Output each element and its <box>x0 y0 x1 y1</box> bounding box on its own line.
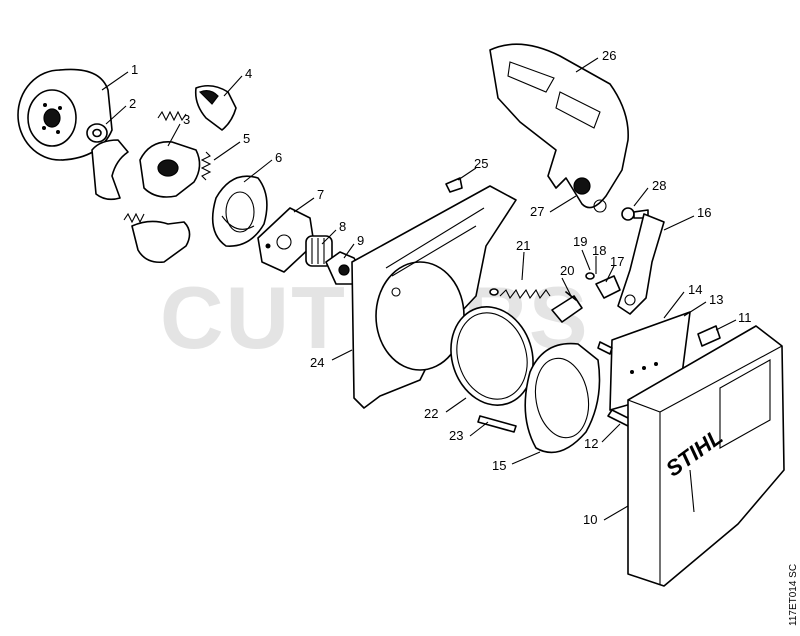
callout-6: 6 <box>275 150 282 165</box>
part-ring-plate-15 <box>524 342 601 454</box>
callout-19: 19 <box>573 234 587 249</box>
callout-24: 24 <box>310 355 324 370</box>
callout-15: 15 <box>492 458 506 473</box>
drawing-code: 117ET014 SC <box>788 564 799 626</box>
callout-5: 5 <box>243 131 250 146</box>
part-bearing-8 <box>305 235 333 267</box>
part-washer-2 <box>86 123 108 143</box>
part-hand-guard-26 <box>489 43 629 213</box>
callout-8: 8 <box>339 219 346 234</box>
callout-16: 16 <box>697 205 711 220</box>
callout-23: 23 <box>449 428 463 443</box>
part-spring-3 <box>157 110 187 122</box>
part-brake-band-22 <box>450 306 534 406</box>
part-screw-25 <box>445 177 463 193</box>
callout-7: 7 <box>317 187 324 202</box>
part-side-plate-24 <box>351 185 517 409</box>
callout-1: 1 <box>131 62 138 77</box>
callout-13: 13 <box>709 292 723 307</box>
part-spring-5 <box>200 151 212 181</box>
callout-27: 27 <box>530 204 544 219</box>
part-clutch-assembly <box>91 84 237 264</box>
callout-26: 26 <box>602 48 616 63</box>
callout-4: 4 <box>245 66 252 81</box>
callout-2: 2 <box>129 96 136 111</box>
part-clutch-drum <box>17 68 113 161</box>
leader-lines <box>101 57 737 521</box>
callout-9: 9 <box>357 233 364 248</box>
part-bolt-11 <box>697 325 721 347</box>
callout-11: 11 <box>738 310 752 325</box>
callout-labels: 1 2 3 4 5 6 7 8 9 10 11 12 13 14 15 16 1… <box>129 48 752 527</box>
part-spring-lower <box>123 212 145 224</box>
part-plate-6 <box>211 175 268 247</box>
part-lever-16 <box>617 213 665 315</box>
callout-25: 25 <box>474 156 488 171</box>
part-small-17-20 <box>551 272 621 323</box>
part-pin-23 <box>477 415 517 433</box>
callout-22: 22 <box>424 406 438 421</box>
part-cover-10: STIHL <box>627 325 785 587</box>
callout-28: 28 <box>652 178 666 193</box>
part-spring-21 <box>489 288 551 300</box>
callout-21: 21 <box>516 238 530 253</box>
part-screw-28 <box>621 207 649 221</box>
callout-20: 20 <box>560 263 574 278</box>
callout-14: 14 <box>688 282 702 297</box>
callout-10: 10 <box>583 512 597 527</box>
callout-12: 12 <box>584 436 598 451</box>
callout-3: 3 <box>183 112 190 127</box>
callout-18: 18 <box>592 243 606 258</box>
callout-17: 17 <box>610 254 624 269</box>
